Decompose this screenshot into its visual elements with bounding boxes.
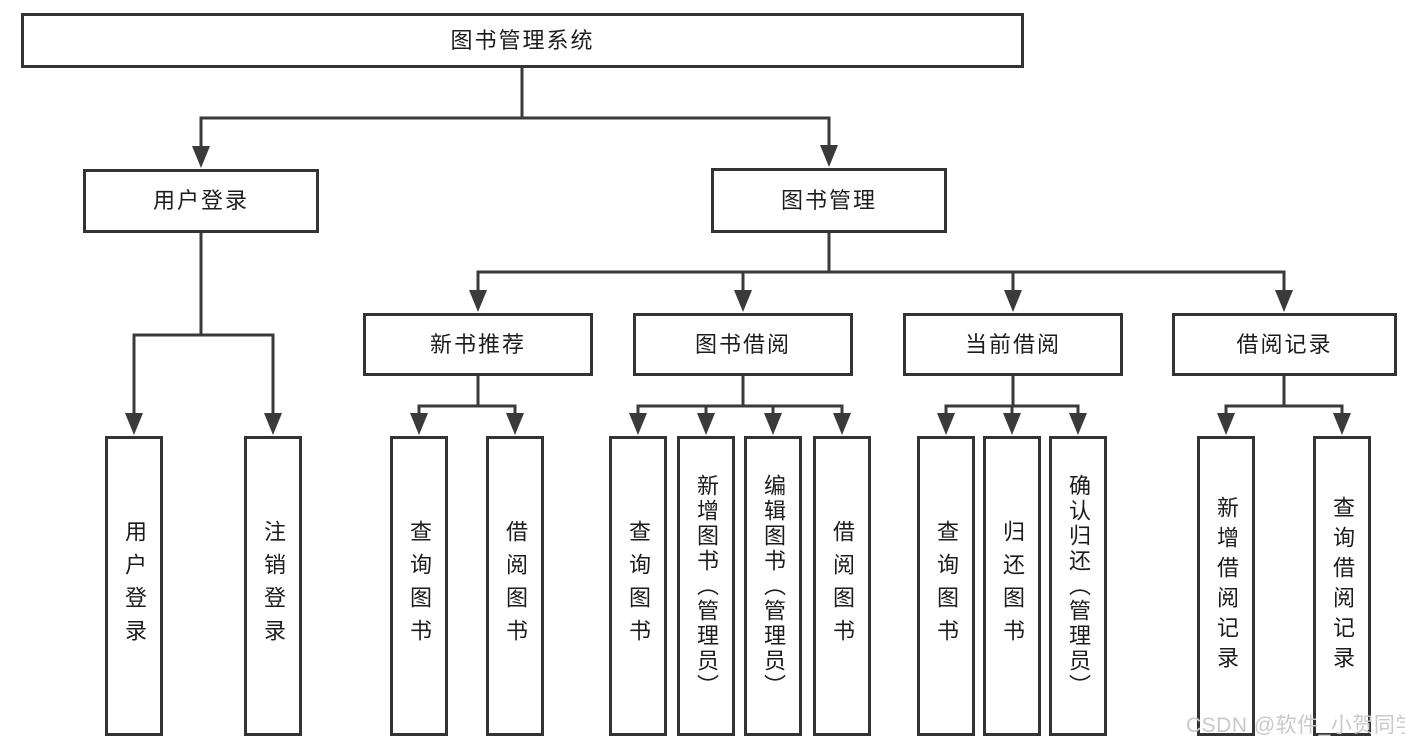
leaf-query-borrow-record: 查询借阅记录 [1313,436,1371,736]
node-library-management-system: 图书管理系统 [21,13,1024,68]
node-book-management: 图书管理 [711,168,947,233]
leaf-borrow-books-1: 借阅图书 [486,436,544,736]
node-book-borrowing: 图书借阅 [633,313,853,376]
leaf-logout: 注销登录 [244,436,302,736]
leaf-confirm-return-admin: 确认归还（管理员） [1049,436,1107,736]
leaf-user-login: 用户登录 [105,436,163,736]
node-new-book-recommendation: 新书推荐 [363,313,593,376]
watermark: CSDN @软件_小贺同学 [1186,714,1405,737]
leaf-edit-books-admin: 编辑图书（管理员） [744,436,802,736]
leaf-return-books: 归还图书 [983,436,1041,736]
leaf-query-books-1: 查询图书 [390,436,448,736]
leaf-query-books-2: 查询图书 [609,436,667,736]
leaf-add-books-admin: 新增图书（管理员） [677,436,735,736]
leaf-query-books-3: 查询图书 [917,436,975,736]
leaf-add-borrow-record: 新增借阅记录 [1197,436,1255,736]
leaf-borrow-books-2: 借阅图书 [813,436,871,736]
node-borrowing-records: 借阅记录 [1172,313,1397,376]
node-current-borrowing: 当前借阅 [903,313,1123,376]
node-user-login: 用户登录 [83,169,319,233]
